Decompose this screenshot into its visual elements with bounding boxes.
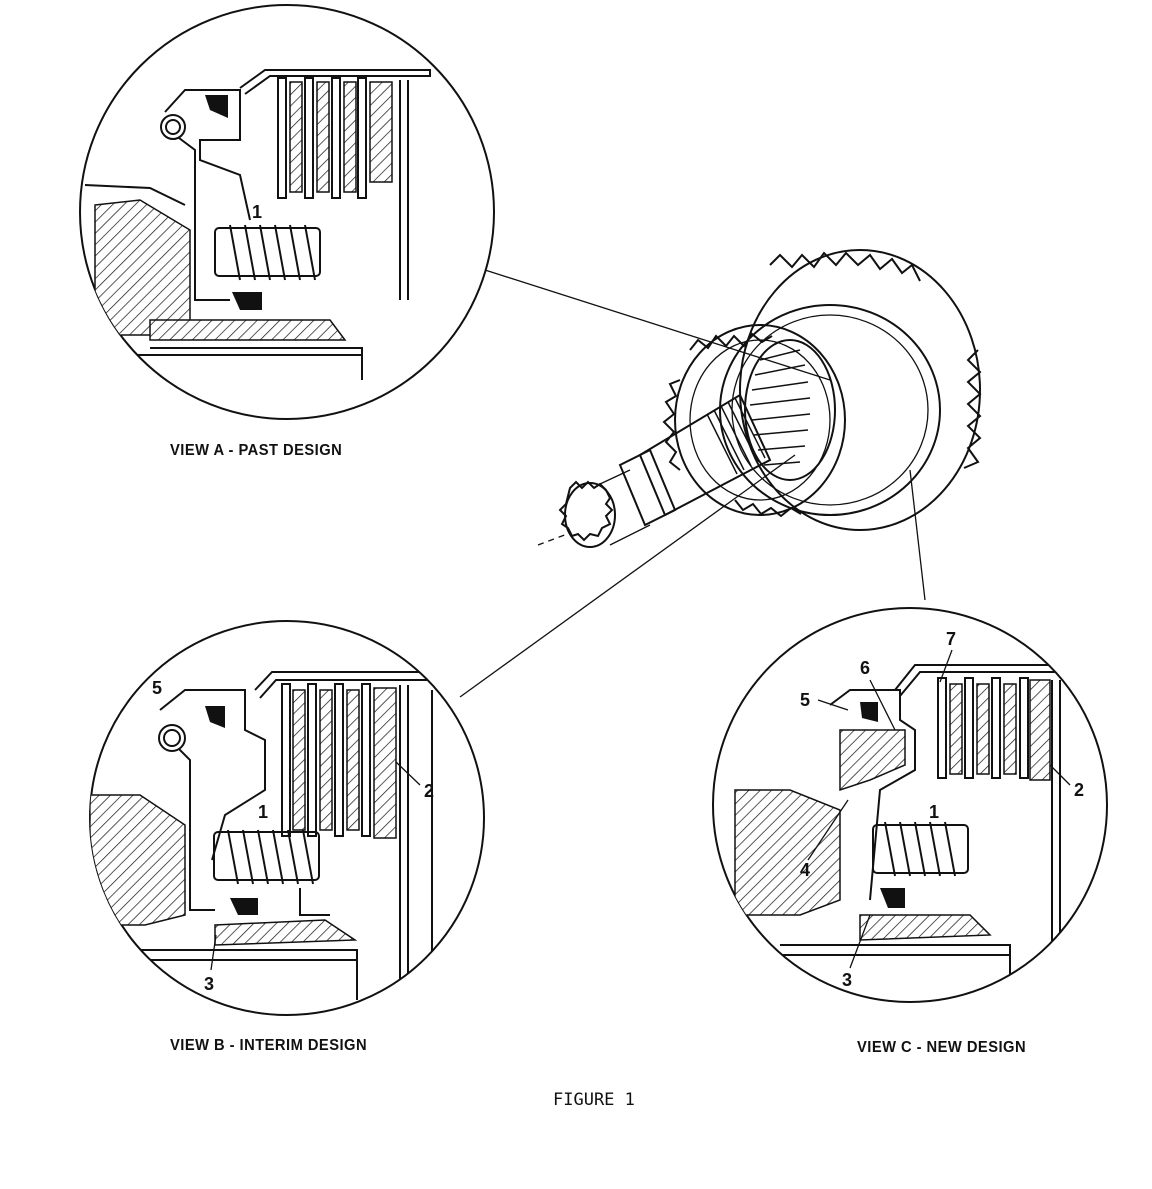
return-spring-b (213, 829, 320, 885)
outer-gear-teeth (769, 251, 982, 469)
view-c-caption: VIEW C - NEW DESIGN (857, 1039, 1027, 1056)
leader-line-c (909, 469, 926, 601)
callout-c-3: 3 (842, 970, 852, 990)
callout-b-3: 3 (204, 974, 214, 994)
callout-c-5: 5 (800, 690, 810, 710)
return-spring-a (214, 224, 321, 281)
return-spring-c (872, 821, 969, 877)
callout-b-5: 5 (152, 678, 162, 698)
detail-view-a: 1 (79, 4, 495, 420)
leader-line-b (459, 454, 796, 698)
view-b-caption: VIEW B - INTERIM DESIGN (170, 1037, 368, 1054)
callout-c-1: 1 (929, 802, 939, 822)
detail-view-c: 7 6 5 2 1 4 3 (712, 607, 1108, 1003)
view-a-caption: VIEW A - PAST DESIGN (170, 442, 343, 459)
callout-b-2: 2 (424, 781, 434, 801)
callout-a-1: 1 (252, 202, 262, 222)
detail-view-b: 5 1 2 3 (89, 620, 485, 1016)
callout-c-6: 6 (860, 658, 870, 678)
clutch-pack-b (281, 683, 409, 990)
clutch-pack-c (937, 677, 1061, 980)
inner-gear-teeth (662, 332, 802, 518)
callout-c-7: 7 (946, 629, 956, 649)
callout-c-4: 4 (800, 860, 810, 880)
hub-splines (749, 349, 811, 466)
callout-c-2: 2 (1074, 780, 1084, 800)
gear-assembly (558, 249, 982, 548)
callout-b-1: 1 (258, 802, 268, 822)
shaft-grooves (706, 397, 766, 475)
leader-line-a (484, 269, 831, 381)
figure-caption: FIGURE 1 (553, 1090, 635, 1110)
centerline (537, 532, 571, 546)
clutch-pack-a (277, 77, 409, 300)
leader-lines (459, 269, 926, 698)
